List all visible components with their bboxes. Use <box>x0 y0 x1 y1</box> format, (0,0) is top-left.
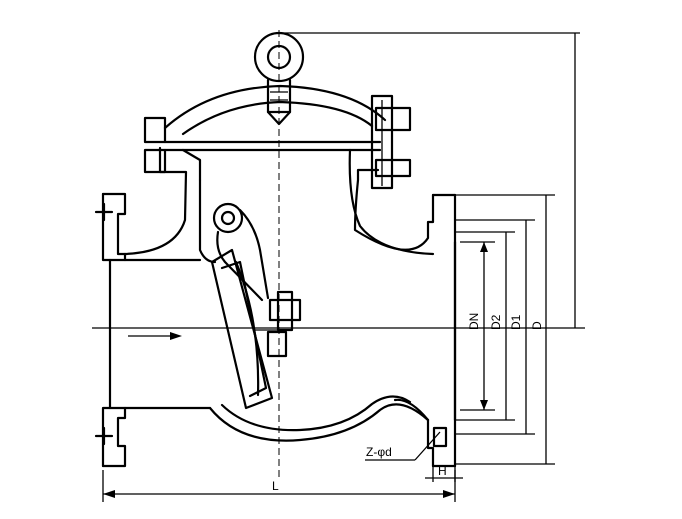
dim-label-length: L <box>272 479 279 493</box>
dim-label-flange-thickness: H <box>438 464 447 478</box>
flow-direction-arrow <box>128 332 182 340</box>
dim-label-dn: DN <box>467 313 481 330</box>
dim-label-d1: D1 <box>509 314 523 330</box>
valve-body <box>101 84 457 468</box>
hinge-and-disc <box>210 202 302 410</box>
dim-label-d2: D2 <box>489 314 503 330</box>
centerlines <box>92 30 465 480</box>
dim-label-d: D <box>530 321 544 330</box>
dimension-lines <box>102 32 585 502</box>
left-flange-bolts <box>94 202 114 446</box>
dim-label-bolt-spec: Z-φd <box>366 445 392 459</box>
